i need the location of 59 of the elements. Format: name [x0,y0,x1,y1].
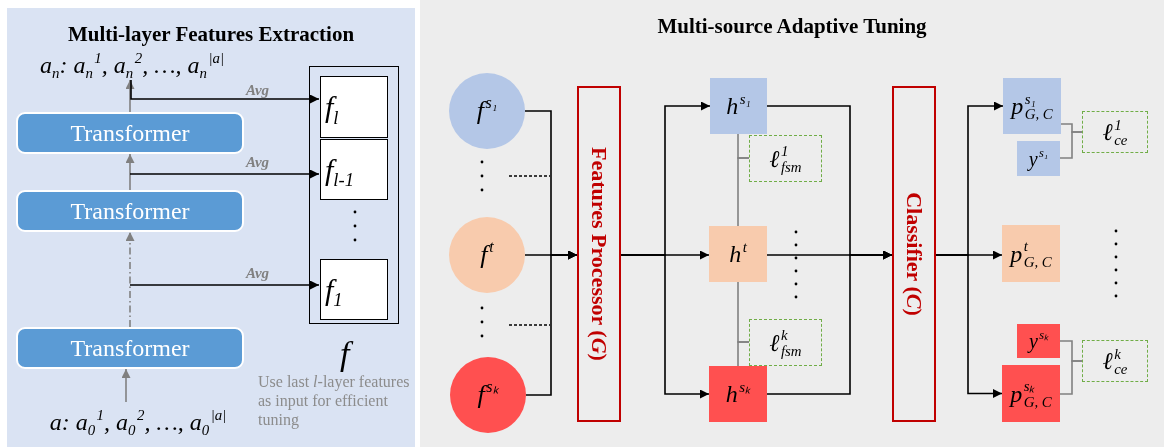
math-label: f$_{l}$ [325,92,339,122]
vector-box [1017,324,1060,358]
connector-line [737,157,750,227]
transformer-block [16,327,244,369]
arrow [125,153,135,191]
math-label: h$^{sₖ}$ [725,382,751,406]
math-label: h$^{s₁}$ [726,94,751,118]
loss-box [749,319,822,366]
vector-box [1003,78,1061,134]
edge-label: Avg [244,266,272,281]
module-label: Features Processor (G) [586,147,612,361]
math-label: f$^{sₖ}$ [477,382,499,408]
math-label: f$_{1}$ [325,274,343,305]
feature-box [320,76,388,138]
connector-line [1059,131,1083,159]
block-label: Transformer [70,119,190,147]
arrow [121,368,131,403]
arrow [935,254,1003,398]
vector-box [709,366,767,422]
arrow [129,280,320,290]
math-label: f$_{l-1}$ [325,154,354,185]
module-box [892,86,936,422]
feature-box [320,259,388,320]
edge-label: Avg [244,155,272,170]
arrow [129,169,320,179]
math-label: y$^{s₁}$ [1028,148,1049,169]
math-label: f$^{s₁}$ [476,98,498,124]
vector-box [1002,225,1060,282]
arrow [525,250,578,396]
panel-title: Multi-source Adaptive Tuning [656,14,928,39]
block-label: Transformer [70,334,190,362]
vector-box [1017,141,1060,176]
vector-box [710,78,767,134]
edge-label: Avg [244,83,272,98]
connector-line [737,341,750,367]
arrow [125,231,135,328]
panel-title: Multi-layer Features Extraction [66,22,356,47]
block-label: Transformer [70,197,190,225]
arrow [766,250,893,395]
transformer-block [16,190,244,232]
module-label: Classifier (C) [901,192,927,316]
loss-box [749,135,822,182]
panel [7,8,415,447]
math-label: h$^{t}$ [729,242,747,266]
note-text: Use last l-layer features as input for efficient tuning [258,372,411,430]
loss-box [1082,111,1148,153]
arrow [130,79,320,104]
math-label: y$^{sₖ}$ [1029,331,1048,351]
connector-line [1059,360,1083,395]
math-label: f$^{t}$ [480,242,494,268]
panel [420,0,1164,447]
loss-box [1082,340,1148,382]
vector-box [1002,365,1060,422]
vector-box [709,226,767,282]
transformer-block [16,112,244,154]
arrow [125,79,135,113]
feature-box [320,139,388,200]
arrow [620,254,710,399]
module-box [577,86,621,422]
